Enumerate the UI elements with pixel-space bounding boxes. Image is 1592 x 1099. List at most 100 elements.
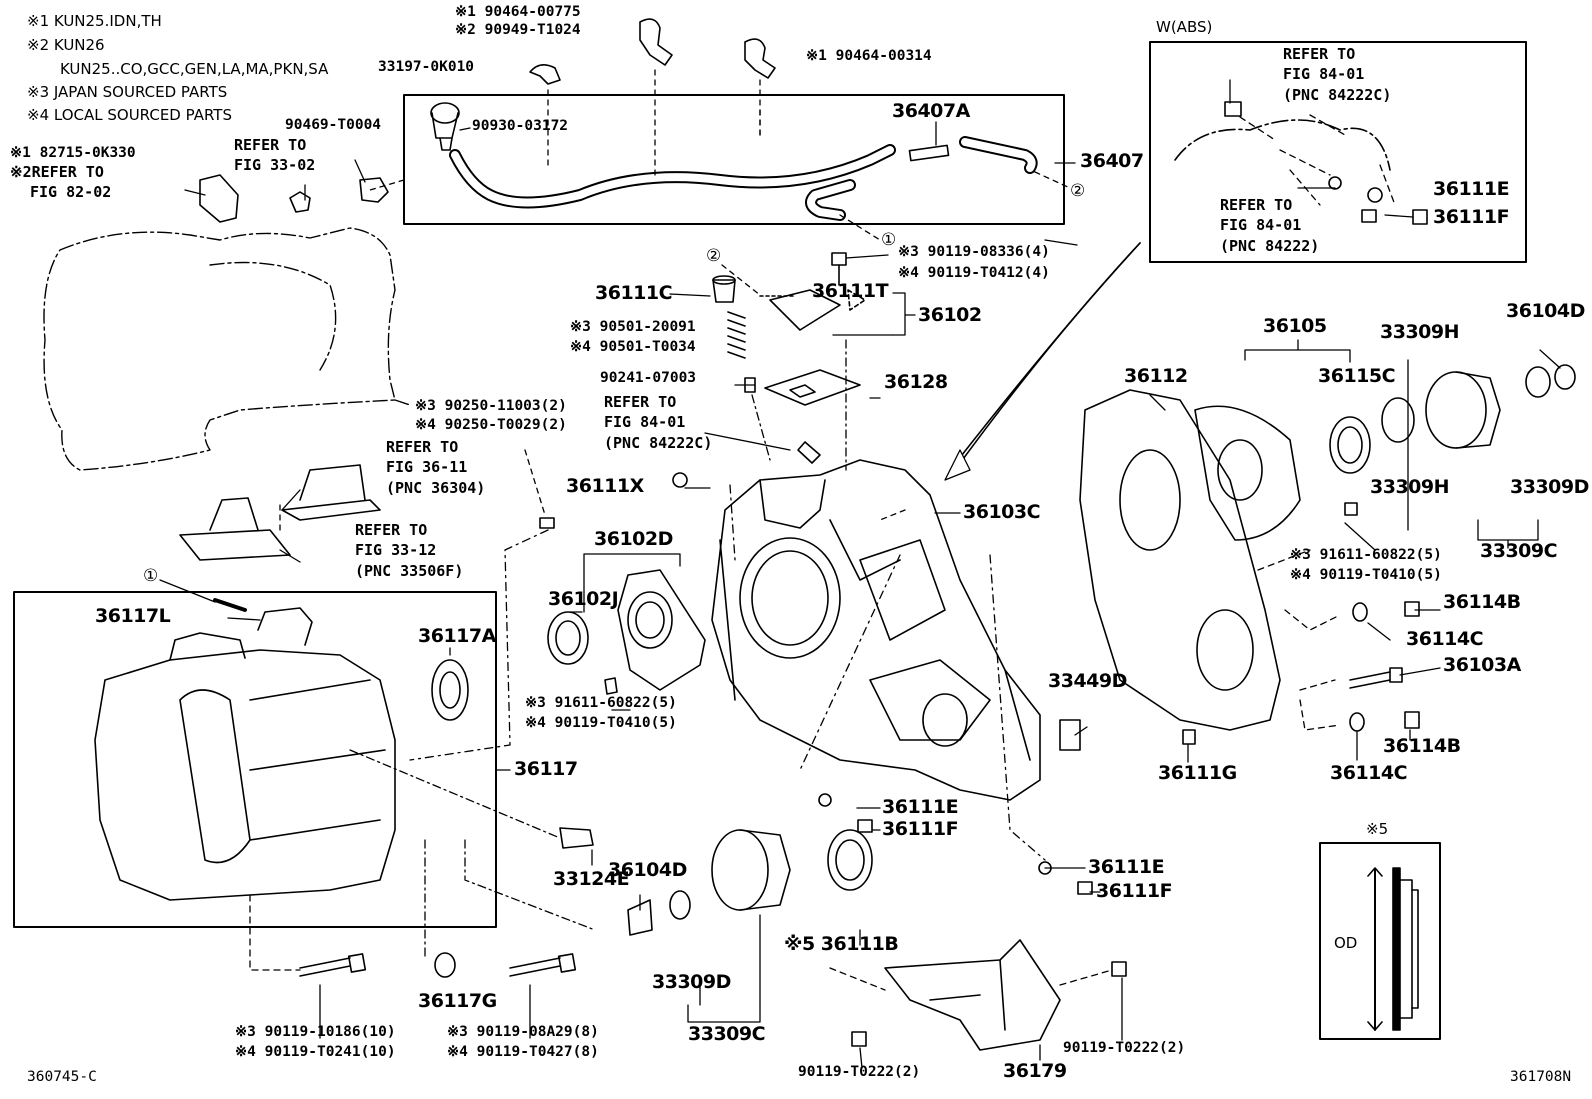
covers-and-shields <box>179 464 381 561</box>
part-label: 36111E <box>1088 856 1165 878</box>
part-label: ※5 36111B <box>784 933 899 955</box>
part-label: 36111E <box>882 796 959 818</box>
part-label: 36111T <box>812 280 889 302</box>
part-label: ※4 90119-T0410(5) <box>1290 567 1442 583</box>
part-label: 33309D <box>1510 476 1589 498</box>
part-label: 36103A <box>1443 654 1521 676</box>
part-label: 36114B <box>1383 735 1461 757</box>
part-label: 36111E <box>1433 178 1510 200</box>
part-label: 36128 <box>884 371 948 393</box>
bolts <box>299 441 1420 1047</box>
part-label: ※3 91611-60822(5) <box>525 695 677 711</box>
part-label: 36104D <box>608 859 687 881</box>
od-inset-title: ※5 <box>1366 820 1389 838</box>
ref-fig-33-12: REFER TO FIG 33-12 (PNC 33506F) <box>355 521 464 580</box>
output-flange <box>627 364 1576 936</box>
illustration-code-left: 360745-C <box>27 1069 97 1085</box>
plug-spring-cover <box>712 252 866 406</box>
part-label: 90119-T0222(2) <box>798 1064 921 1080</box>
part-label: 90469-T0004 <box>285 117 382 133</box>
part-label: 36111X <box>566 475 644 497</box>
part-label: ※1 90464-00775 <box>455 4 581 20</box>
ref-fig-33-02: REFER TO FIG 33-02 <box>234 136 316 175</box>
part-label: 36114C <box>1330 762 1408 784</box>
part-label: 33197-0K010 <box>378 59 475 75</box>
part-label: ※3 90250-11003(2) <box>415 398 567 414</box>
part-label: 90119-T0222(2) <box>1063 1040 1186 1056</box>
ref-fig-82-02: ※2REFER TO FIG 82-02 <box>10 163 112 202</box>
part-label: ※4 90250-T0029(2) <box>415 417 567 433</box>
part-label: 33309C <box>1480 540 1558 562</box>
callout-1: ① <box>143 566 159 586</box>
part-label: 36102J <box>548 588 619 610</box>
hose-clips <box>199 18 776 223</box>
part-label: ※3 90119-08336(4) <box>898 244 1050 260</box>
abs-inset-sketch <box>1174 101 1428 225</box>
part-label: 36117L <box>95 605 171 627</box>
callout-2: ② <box>1070 181 1086 201</box>
part-label: 33309D <box>652 971 731 993</box>
part-label: 36117A <box>418 625 496 647</box>
part-label: 33309H <box>1380 321 1460 343</box>
adapter-housing <box>94 598 469 901</box>
part-label: 36111G <box>1158 762 1237 784</box>
part-label: 36112 <box>1124 365 1188 387</box>
ref-fig-36-11: REFER TO FIG 36-11 (PNC 36304) <box>386 438 486 497</box>
part-label: ※3 91611-60822(5) <box>1290 547 1442 563</box>
part-label: 36117G <box>418 990 497 1012</box>
abs-inset-box <box>1149 41 1527 263</box>
note-3: ※3 JAPAN SOURCED PARTS <box>27 83 228 101</box>
part-label: 36102 <box>918 304 982 326</box>
abs-ref-84222c: REFER TO FIG 84-01 (PNC 84222C) <box>1283 45 1392 104</box>
part-label: 33124E <box>553 868 630 890</box>
abs-ref-84222: REFER TO FIG 84-01 (PNC 84222) <box>1220 196 1320 255</box>
part-label: 36407A <box>892 100 970 122</box>
ref-fig-84-01: REFER TO FIG 84-01 (PNC 84222C) <box>604 393 713 452</box>
od-label: OD <box>1334 934 1358 952</box>
rear-cover <box>1079 389 1371 731</box>
part-label: 36105 <box>1263 315 1327 337</box>
abs-inset-title: W(ABS) <box>1156 18 1213 36</box>
part-label: 36104D <box>1506 300 1585 322</box>
part-label: 90930-03172 <box>472 118 569 134</box>
leader-lines <box>159 69 1561 1069</box>
od-seal-section <box>1367 867 1419 1031</box>
part-label: ※1 90464-00314 <box>806 48 932 64</box>
part-label: ※1 82715-0K330 <box>10 145 136 161</box>
part-label: ※2 90949-T1024 <box>455 22 581 38</box>
part-label: ※4 90501-T0034 <box>570 339 696 355</box>
part-label: ※4 90119-T0410(5) <box>525 715 677 731</box>
note-1: ※1 KUN25.IDN,TH <box>27 12 162 30</box>
part-label: 36103C <box>963 501 1041 523</box>
part-label: 36117 <box>514 758 578 780</box>
note-2: ※2 KUN26 <box>27 36 105 54</box>
part-label: 36115C <box>1318 365 1396 387</box>
adapter-kit-box <box>13 591 497 928</box>
part-label: 36111C <box>595 282 673 304</box>
callout-1: ① <box>881 230 897 250</box>
transmission-outline <box>43 227 411 471</box>
extension-seal <box>547 569 706 695</box>
transfer-case-front <box>711 459 1041 801</box>
part-label: 33449D <box>1048 670 1127 692</box>
part-label: 33309H <box>1370 476 1450 498</box>
note-4: ※4 LOCAL SOURCED PARTS <box>27 106 232 124</box>
part-label: ※4 90119-T0427(8) <box>447 1044 599 1060</box>
part-label: ※4 90119-T0412(4) <box>898 265 1050 281</box>
illustration-code-right: 361708N <box>1510 1069 1572 1085</box>
part-label: ※3 90501-20091 <box>570 319 696 335</box>
part-label: 36111F <box>1433 206 1510 228</box>
part-label: 36114B <box>1443 591 1521 613</box>
part-label: 36111F <box>882 818 959 840</box>
part-label: ※4 90119-T0241(10) <box>235 1044 396 1060</box>
breather-hose <box>430 102 1038 221</box>
part-label: 36114C <box>1406 628 1484 650</box>
part-label: ※3 90119-10186(10) <box>235 1024 396 1040</box>
callout-2: ② <box>706 246 722 266</box>
part-label: 36179 <box>1003 1060 1067 1082</box>
part-label: 36102D <box>594 528 673 550</box>
note-2-models: KUN25..CO,GCC,GEN,LA,MA,PKN,SA <box>60 60 329 78</box>
od-inset-box <box>1319 842 1441 1040</box>
part-label: 36111F <box>1096 880 1173 902</box>
